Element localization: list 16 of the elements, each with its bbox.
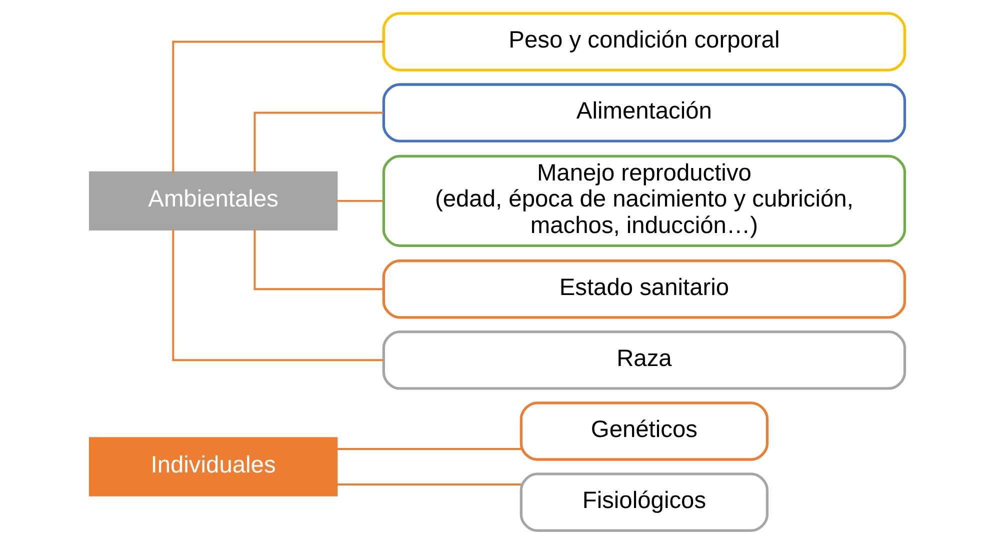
node-box: Alimentación [382,83,906,142]
node-box: Ambientales [88,171,338,231]
connector [336,200,383,202]
connector [336,484,521,486]
connector [253,112,383,173]
connector [172,229,384,362]
node-box: Peso y condición corporal [382,12,906,72]
connector [172,40,384,172]
node-box: Individuales [88,437,338,496]
connector [336,448,521,450]
connector [253,229,383,290]
node-box: Manejo reproductivo (edad, época de nacimiento y cubrición, machos, inducción…) [382,154,906,247]
node-box: Raza [382,330,906,390]
node-box: Estado sanitario [382,260,906,319]
node-box: Genéticos [519,402,768,461]
node-box: Fisiológicos [519,472,768,532]
